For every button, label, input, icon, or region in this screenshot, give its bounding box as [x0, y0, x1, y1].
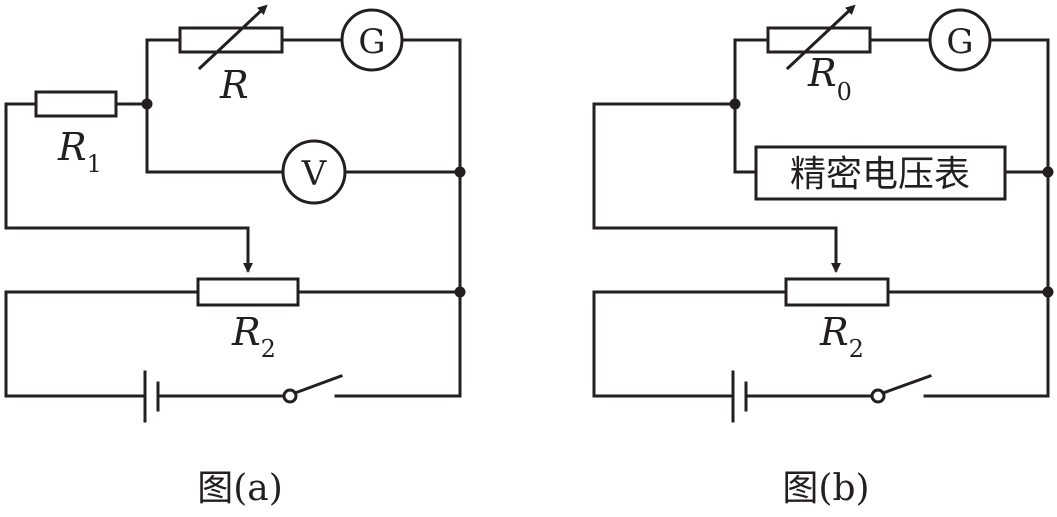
junction-a-right-lower — [454, 286, 466, 298]
switch-a-pivot — [282, 388, 298, 404]
galvanometer-a — [340, 8, 404, 72]
junction-b-left — [729, 98, 741, 110]
voltmeter-a — [281, 139, 347, 205]
resistor-r1-label: R1 — [57, 125, 102, 178]
precision-voltmeter-box — [754, 145, 1007, 201]
wire-a-top-right — [334, 38, 462, 398]
wire-b-meter-branch — [733, 102, 758, 174]
galvanometer-a-letter: G — [358, 22, 385, 62]
potentiometer-b-label: R2 — [819, 310, 864, 363]
voltmeter-a-letter: V — [301, 154, 328, 194]
resistor-r1-body — [34, 90, 118, 118]
junction-a-left — [141, 98, 153, 110]
wire-a-top-left — [145, 38, 182, 106]
rheostat-a-arrow — [197, 4, 268, 71]
junction-b-right-upper — [1042, 166, 1054, 178]
precision-voltmeter-label: 精密电压表 — [790, 154, 970, 195]
caption-b: 图(b) — [782, 468, 869, 509]
rheostat-a-label: R — [219, 63, 249, 107]
caption-a: 图(a) — [197, 468, 283, 509]
wire-a-r2-left — [4, 290, 200, 398]
switch-b-pivot — [870, 388, 886, 404]
galvanometer-b — [928, 8, 992, 72]
potentiometer-a-body — [196, 277, 300, 307]
junction-b-right-lower — [1042, 286, 1054, 298]
wire-b-left-loop — [592, 102, 838, 272]
wire-b-top-right — [923, 38, 1050, 398]
rheostat-a-body — [178, 26, 284, 54]
circuit-b: R0 G 精密电压表 R2 图(b) — [592, 4, 1054, 509]
wire-a-v-branch — [145, 102, 285, 174]
potentiometer-b-body — [784, 277, 890, 307]
wire-a-r1-left — [4, 102, 250, 272]
switch-a-blade — [293, 374, 343, 395]
potentiometer-a-label: R2 — [231, 310, 276, 363]
wire-b-r2-left — [592, 290, 788, 398]
rheostat-b-arrow — [785, 4, 856, 71]
circuit-a: R G V R1 R2 图(a) — [4, 4, 466, 509]
rheostat-b-label: R0 — [807, 51, 852, 106]
junction-a-right-upper — [454, 166, 466, 178]
switch-b-blade — [881, 374, 932, 395]
galvanometer-b-letter: G — [946, 22, 973, 62]
wire-b-top-left — [733, 38, 770, 106]
